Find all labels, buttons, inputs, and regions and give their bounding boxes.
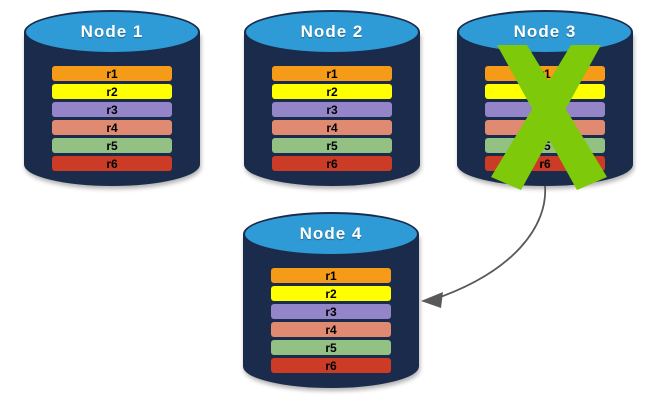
node-1-row-r6[interactable]: r6 [52, 156, 172, 171]
node-3-label: Node 3 [513, 22, 577, 41]
node-2[interactable]: r1 r2 r3 r4 r5 r6 Node 2 [244, 10, 420, 186]
node-2-row-r2[interactable]: r2 [272, 84, 392, 99]
node-1-row-r3[interactable]: r3 [52, 102, 172, 117]
node-3-row-r5[interactable]: r5 [485, 138, 605, 153]
node-1-label: Node 1 [80, 22, 144, 41]
node-4-rows: r1 r2 r3 r4 r5 r6 [271, 268, 391, 373]
node-3-row-r1[interactable]: r1 [485, 66, 605, 81]
node-2-cap: Node 2 [244, 10, 420, 54]
node-2-label: Node 2 [300, 22, 364, 41]
node-1-cap: Node 1 [24, 10, 200, 54]
node-3[interactable]: r1 r2 r3 r4 r5 r6 Node 3 [457, 10, 633, 186]
node-1[interactable]: r1 r2 r3 r4 r5 r6 Node 1 [24, 10, 200, 186]
node-4-cap: Node 4 [243, 212, 419, 256]
node-4-row-r2[interactable]: r2 [271, 286, 391, 301]
node-3-rows: r1 r2 r3 r4 r5 r6 [485, 66, 605, 171]
node-2-row-r3[interactable]: r3 [272, 102, 392, 117]
node-3-cap: Node 3 [457, 10, 633, 54]
node-4-row-r1[interactable]: r1 [271, 268, 391, 283]
node-1-row-r4[interactable]: r4 [52, 120, 172, 135]
node-4-row-r6[interactable]: r6 [271, 358, 391, 373]
node-2-row-r5[interactable]: r5 [272, 138, 392, 153]
node-4-row-r3[interactable]: r3 [271, 304, 391, 319]
node-3-row-r2[interactable]: r2 [485, 84, 605, 99]
node-2-row-r4[interactable]: r4 [272, 120, 392, 135]
node-1-rows: r1 r2 r3 r4 r5 r6 [52, 66, 172, 171]
node-3-row-r6[interactable]: r6 [485, 156, 605, 171]
node-4-label: Node 4 [299, 224, 363, 243]
node-1-row-r1[interactable]: r1 [52, 66, 172, 81]
node-4-row-r5[interactable]: r5 [271, 340, 391, 355]
node-2-row-r1[interactable]: r1 [272, 66, 392, 81]
node-1-row-r5[interactable]: r5 [52, 138, 172, 153]
node-4-row-r4[interactable]: r4 [271, 322, 391, 337]
node-1-row-r2[interactable]: r2 [52, 84, 172, 99]
node-3-row-r3[interactable]: r3 [485, 102, 605, 117]
node-2-rows: r1 r2 r3 r4 r5 r6 [272, 66, 392, 171]
node-4[interactable]: r1 r2 r3 r4 r5 r6 Node 4 [243, 212, 419, 388]
node-2-row-r6[interactable]: r6 [272, 156, 392, 171]
node-3-row-r4[interactable]: r4 [485, 120, 605, 135]
